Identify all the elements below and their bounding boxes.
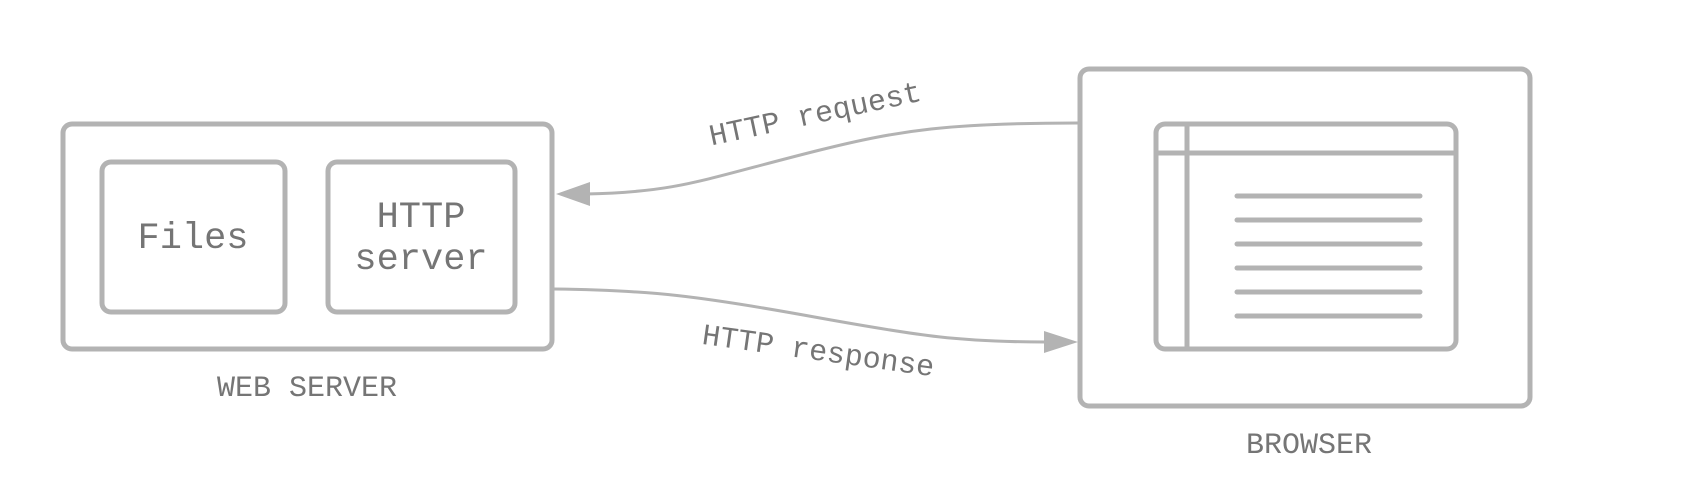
files-box: [99, 159, 288, 315]
http-response-arrowhead: [1044, 331, 1078, 353]
browser-window-icon: [1153, 121, 1459, 352]
http-response-arrow-line: [553, 287, 1047, 344]
http-response-label: HTTP response: [700, 320, 937, 386]
web-server-box: [60, 121, 555, 352]
http-server-box: [325, 159, 518, 315]
browser-label: BROWSER: [1246, 429, 1372, 463]
web-server-group: Files HTTP server WEB SERVER: [60, 121, 555, 406]
browser-content-lines: [1234, 193, 1423, 319]
browser-window-frame: [1153, 121, 1459, 352]
http-request-label: HTTP request: [706, 77, 924, 155]
browser-group: BROWSER: [1077, 66, 1533, 463]
browser-box: [1077, 66, 1533, 409]
http-response-connection: HTTP response: [553, 287, 1078, 386]
http-server-label-line2: server: [354, 239, 487, 281]
http-request-arrowhead: [556, 182, 590, 206]
http-request-connection: HTTP request: [556, 77, 1079, 206]
http-request-arrow-line: [585, 121, 1079, 196]
files-label: Files: [137, 218, 248, 260]
web-server-label: WEB SERVER: [217, 372, 397, 406]
http-server-label-line1: HTTP: [377, 197, 466, 239]
